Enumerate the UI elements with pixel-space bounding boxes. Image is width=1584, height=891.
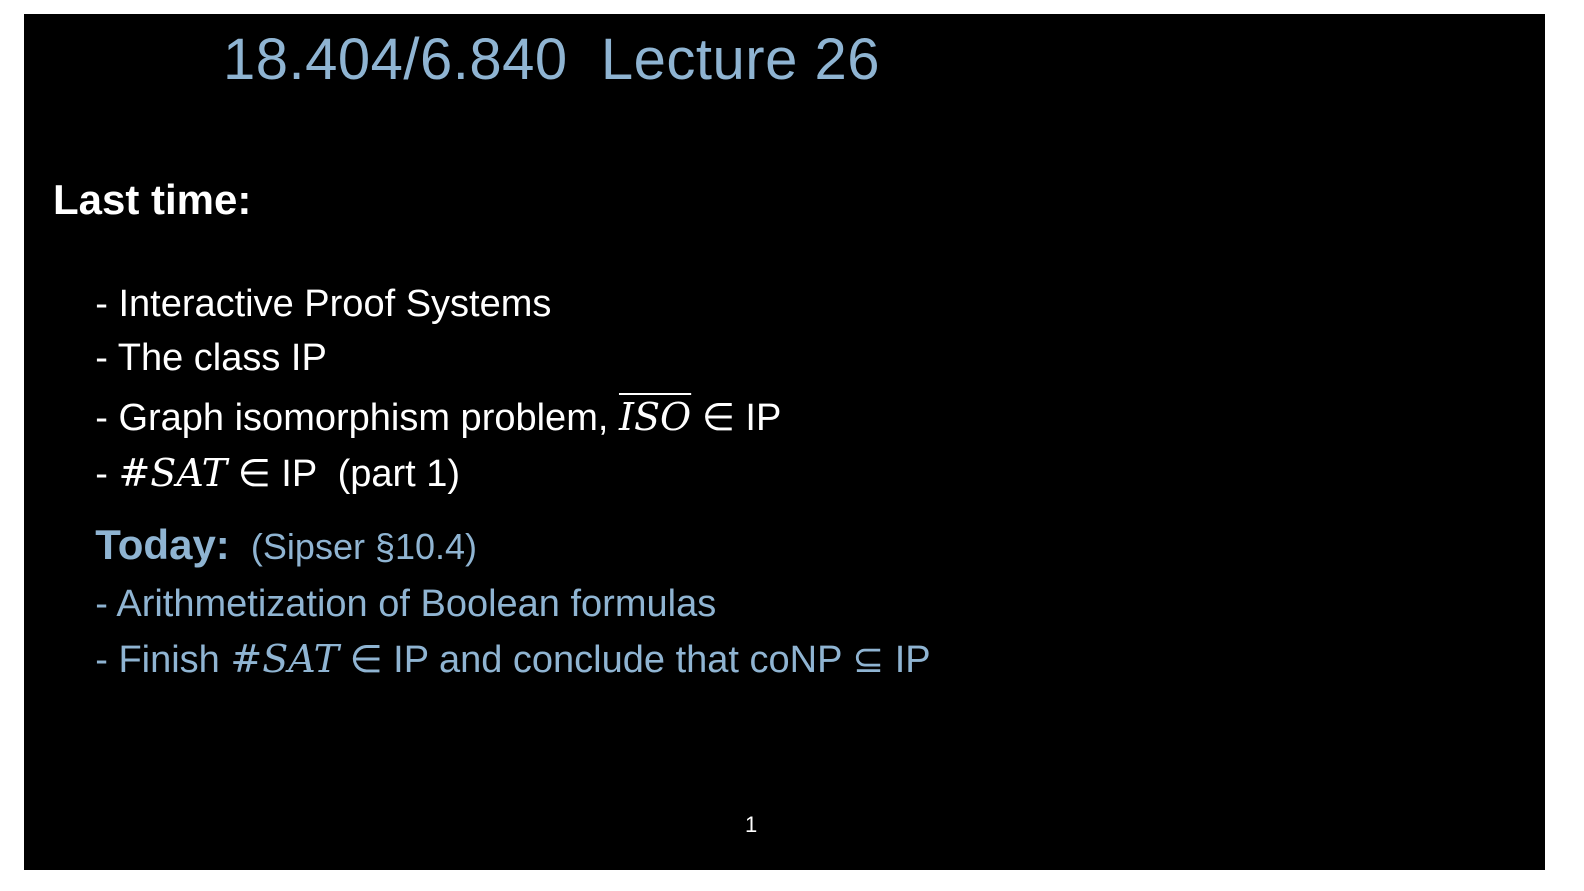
iso-complement-math: ISO <box>618 395 692 439</box>
item-text: - Arithmetization of Boolean formulas <box>95 583 717 625</box>
item-suffix: ∈ IP and conclude that coNP ⊆ IP <box>338 639 931 681</box>
slide: 18.404/6.840 Lecture 26 Last time: - Int… <box>24 14 1545 870</box>
today-reference: (Sipser §10.4) <box>250 526 478 567</box>
item-suffix: ∈ IP <box>691 397 782 439</box>
item-text: - <box>95 453 119 495</box>
today-item-1: - Arithmetization of Boolean formulas <box>53 540 716 669</box>
last-time-item-1: - Interactive Proof Systems <box>53 240 551 369</box>
item-suffix: ∈ IP (part 1) <box>227 453 461 495</box>
last-time-item-2: - The class IP <box>53 294 327 423</box>
slide-title: 18.404/6.840 Lecture 26 <box>223 27 880 92</box>
item-text: - Graph isomorphism problem, <box>95 397 619 439</box>
sharp-sat-math: #SAT <box>118 451 228 495</box>
today-heading: Today: <box>95 521 230 568</box>
sharp-sat-math: #SAT <box>230 637 339 681</box>
item-text: - Finish <box>95 639 231 681</box>
today-heading-line: Today: (Sipser §10.4) <box>53 478 477 612</box>
page-number: 1 <box>745 812 758 837</box>
item-text: - The class IP <box>95 337 327 379</box>
item-text: - Interactive Proof Systems <box>95 283 552 325</box>
last-time-item-4: - #SAT ∈ IP (part 1) <box>53 408 460 539</box>
last-time-heading: Last time: <box>53 176 252 223</box>
last-time-item-3: - Graph isomorphism problem, ISO ∈ IP <box>53 352 781 483</box>
today-item-2: - Finish #SAT ∈ IP and conclude that coN… <box>53 594 931 725</box>
